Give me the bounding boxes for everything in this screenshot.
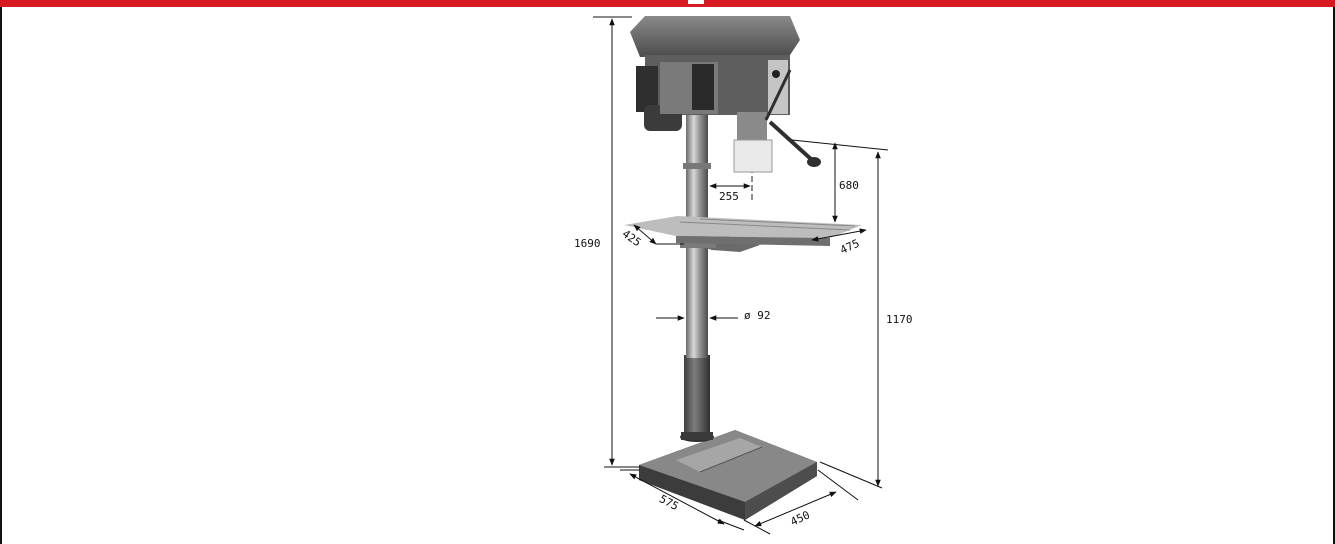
drawing-frame: [0, 7, 1335, 544]
header-accent-bar: [0, 0, 1335, 7]
throat-label: 255: [719, 190, 739, 203]
work-table: [624, 216, 862, 246]
total-height-label: 1690: [574, 237, 601, 250]
height-to-table-label: 1170: [886, 313, 913, 326]
feed-handles: [764, 69, 821, 167]
quill: [737, 112, 767, 140]
base-depth-label: 575: [657, 492, 681, 513]
dim-column-diameter: ø 92: [656, 309, 771, 322]
dim-throat: 255: [709, 183, 751, 203]
chuck-guard: [733, 139, 773, 173]
drill-head: [630, 16, 800, 200]
motor: [636, 66, 658, 112]
dim-chuck-to-table: 680: [832, 142, 859, 223]
dim-height-to-table: 1170: [791, 139, 913, 489]
header-notch: [688, 0, 704, 4]
dim-total-height: 1690: [574, 16, 640, 468]
column-sleeve: [680, 355, 714, 442]
chuck-to-table-label: 680: [839, 179, 859, 192]
base-width-label: 450: [788, 508, 812, 528]
column-diameter-label: ø 92: [744, 309, 771, 322]
table-width-label: 475: [838, 237, 862, 257]
